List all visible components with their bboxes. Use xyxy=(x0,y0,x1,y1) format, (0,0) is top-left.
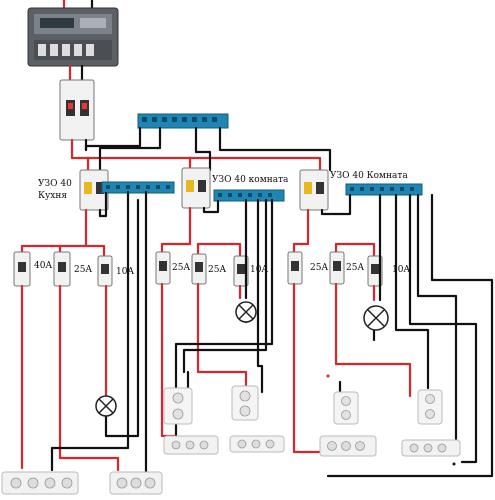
breaker-40a-kitchen xyxy=(13,251,31,287)
breaker-rating: 10A xyxy=(392,265,410,275)
rcd-label-kitchen-line1: УЗО 40 xyxy=(38,179,72,189)
power-strip-icon xyxy=(109,471,163,495)
lamp-icon xyxy=(95,395,117,417)
breaker-25a-room1-a xyxy=(155,251,171,285)
circuit-breaker-icon xyxy=(59,79,95,141)
breaker-rating: 25A xyxy=(74,265,92,275)
socket-icon xyxy=(163,387,193,425)
neutral-busbar-icon xyxy=(137,113,229,129)
power-strip-icon xyxy=(401,439,461,457)
lamp-icon xyxy=(363,305,389,331)
breaker-rating: 25A xyxy=(346,263,364,273)
neutral-busbar-icon xyxy=(213,189,285,202)
neutral-busbar-icon xyxy=(101,181,175,194)
breaker-rating: 25A xyxy=(208,265,226,275)
rcd-label-room-1: УЗО 40 комната xyxy=(212,175,289,185)
breaker-10a-kitchen xyxy=(97,255,113,287)
rcd-icon xyxy=(181,167,211,209)
breaker-rating: 25A xyxy=(172,263,190,273)
rcd-icon xyxy=(79,169,109,211)
breaker-25a-room1-b xyxy=(191,253,207,285)
breaker-rating: 10A xyxy=(116,267,134,277)
breaker-rating: 40A xyxy=(34,261,52,271)
socket-icon xyxy=(231,385,259,421)
lamp-icon xyxy=(235,301,257,323)
neutral-busbar-icon xyxy=(345,183,423,196)
power-strip-icon xyxy=(319,435,377,457)
socket-icon xyxy=(333,391,359,425)
rcd-icon xyxy=(299,169,329,211)
rcd-label-kitchen-line2: Кухня xyxy=(38,191,67,201)
breaker-25a-room2-a xyxy=(287,251,303,285)
electricity-meter-icon xyxy=(27,0,119,67)
breaker-25a-kitchen xyxy=(53,251,71,287)
socket-icon xyxy=(417,389,443,425)
power-strip-icon xyxy=(163,435,219,455)
rcd-label-room-2: УЗО 40 Комната xyxy=(330,171,408,181)
power-strip-icon xyxy=(1,471,79,495)
breaker-25a-room2-b xyxy=(329,251,345,285)
power-strip-icon xyxy=(229,435,285,453)
breaker-rating: 10A xyxy=(250,265,268,275)
breaker-rating: 25A xyxy=(310,263,328,273)
